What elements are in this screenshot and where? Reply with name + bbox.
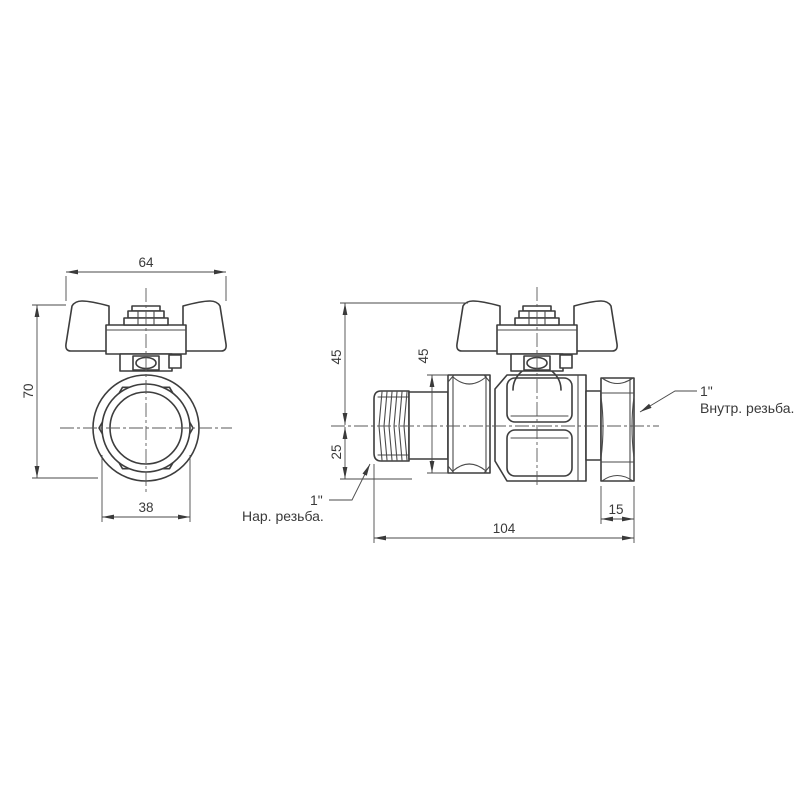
dimension-front-width: 64 xyxy=(65,255,227,301)
dimension-front-height: 70 xyxy=(21,304,98,479)
side-female-hex-end xyxy=(600,377,635,482)
side-neck xyxy=(585,390,602,461)
dim-38-text: 38 xyxy=(138,500,153,515)
side-body-lower-panel xyxy=(506,429,573,477)
dimension-side-lower-height: 25 xyxy=(329,427,412,480)
side-tailpiece xyxy=(408,391,449,460)
front-handle-left-wing xyxy=(65,300,110,352)
dimension-side-upper-height: 45 xyxy=(329,302,468,425)
dim-64-text: 64 xyxy=(138,255,154,270)
side-handle-left-wing xyxy=(456,300,501,352)
dim-104-text: 104 xyxy=(493,521,516,536)
side-handle-right-wing xyxy=(573,300,618,352)
dim-15-text: 15 xyxy=(608,502,623,517)
side-body xyxy=(494,365,587,482)
dimension-front-bore: 38 xyxy=(101,455,191,522)
front-stem-gland xyxy=(119,353,182,372)
dimension-female-end: 15 xyxy=(600,486,634,524)
male-thread-label-text: Нар. резьба. xyxy=(242,508,324,524)
dim-45-upper-text: 45 xyxy=(329,349,344,364)
male-thread-size-text: 1" xyxy=(310,492,323,508)
dimension-overall-length: 104 xyxy=(373,464,635,543)
dimension-union-nut: 45 xyxy=(416,348,448,474)
side-stem-gland xyxy=(510,353,573,372)
dim-45-nut-text: 45 xyxy=(416,348,431,363)
side-view: 45 25 45 104 15 1" Нар. р xyxy=(242,287,794,543)
callout-male-thread: 1" Нар. резьба. xyxy=(242,463,371,524)
female-thread-label-text: Внутр. резьба. xyxy=(700,400,794,416)
front-handle-right-wing xyxy=(182,300,227,352)
female-thread-size-text: 1" xyxy=(700,383,713,399)
dim-70-text: 70 xyxy=(21,383,36,398)
side-union-nut xyxy=(447,374,491,474)
front-view: 64 70 38 xyxy=(21,255,232,522)
callout-female-thread: 1" Внутр. резьба. xyxy=(639,383,794,416)
dim-25-text: 25 xyxy=(329,444,344,459)
side-body-upper-panel xyxy=(506,377,573,423)
